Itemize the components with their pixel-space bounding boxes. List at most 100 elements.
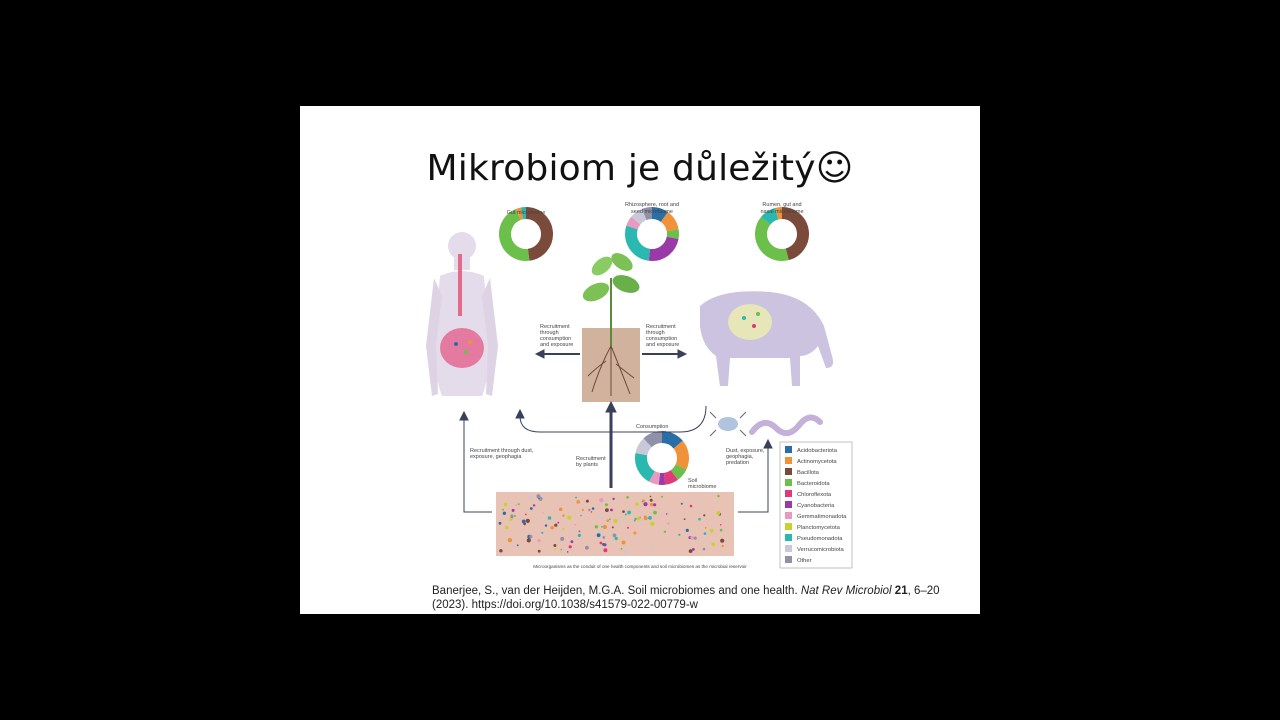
citation: Banerjee, S., van der Heijden, M.G.A. So… [432, 584, 952, 612]
soil-microbe-dot [690, 536, 694, 540]
plant-leaf [611, 253, 633, 271]
soil-microbe-dot [550, 526, 554, 530]
soil-microbe-dot [602, 524, 607, 530]
soil-microbiome-label-2: microbiome [688, 484, 716, 490]
legend-label: Actinomycetota [797, 459, 837, 465]
dust-left-label-1: Recruitment through dust, [470, 448, 534, 454]
human-gut [440, 328, 484, 368]
smiley-icon: ☺ [815, 148, 854, 189]
soil-microbe-dot [560, 548, 563, 551]
soil-microbe-dot [716, 511, 721, 515]
donut-segment [651, 207, 668, 223]
soil-microbe-dot [691, 548, 695, 551]
donut-segment [635, 438, 653, 456]
soil-microbe-dot [606, 519, 610, 522]
dust-right-label-3: predation [726, 460, 749, 466]
soil-microbe-dot [650, 521, 655, 526]
legend-label: Cyanobacteria [797, 503, 835, 509]
soil-microbe-dot [510, 514, 513, 517]
arrowhead [605, 400, 617, 413]
soil-microbe-dot [611, 526, 614, 529]
soil-microbe-dot [703, 532, 707, 535]
soil-microbiome-label-1: Soil [688, 478, 697, 484]
legend-swatch [785, 501, 792, 508]
soil-microbe-dot [648, 516, 652, 520]
soil-microbe-dot [594, 525, 599, 529]
soil-microbe-dot [610, 508, 613, 512]
soil-microbe-dot [627, 510, 631, 515]
right-recruit-label-3: consumption [646, 336, 677, 342]
soil-microbe-dot [513, 514, 516, 517]
soil-microbe-dot [521, 519, 526, 524]
soil-microbe-dot [624, 513, 627, 516]
plant-leaf [582, 282, 610, 302]
left-recruit-label-3: consumption [540, 336, 571, 342]
soil-microbe-dot [588, 508, 591, 512]
legend-label: Pseudomonadota [797, 536, 843, 542]
soil-microbe-dot [627, 526, 629, 529]
legend-swatch [785, 534, 792, 541]
soil-microbe-dot [585, 545, 589, 550]
soil-microbe-dot [529, 507, 533, 510]
cow-rumen [728, 304, 772, 340]
donut-segment [761, 207, 779, 225]
soil-microbe-dot [640, 518, 643, 522]
gut-microbe-dot [464, 350, 468, 354]
donut-segment [635, 452, 656, 482]
human-right-arm [482, 278, 498, 396]
slide: Mikrobiom je důležitý☺ Gut microbiome Rh… [300, 106, 980, 614]
donut-segment [663, 469, 678, 485]
legend-swatch [785, 468, 792, 475]
soil-microbe-dot [703, 514, 706, 517]
donut-segment [642, 207, 653, 221]
soil-microbe-dot [537, 549, 541, 553]
arrow-consumption [519, 405, 707, 433]
human-head [448, 232, 476, 260]
soil-microbe-dot [650, 543, 653, 546]
by-plants-label-2: by plants [576, 462, 598, 468]
legend-items: AcidobacteriotaActinomycetotaBacillotaBa… [785, 446, 847, 564]
soil-reservoir [496, 492, 734, 556]
soil-microbe-dot [511, 508, 515, 512]
legend-label: Verrucomicrobiota [797, 547, 844, 553]
donut-segment [673, 440, 689, 470]
legend-label: Other [797, 558, 812, 564]
soil-microbe-dot [633, 519, 636, 522]
soil-microbe-dot [643, 502, 648, 507]
soil-microbe-dot [502, 511, 507, 515]
human-figure [426, 232, 498, 396]
donut-segment [775, 207, 783, 220]
soil-microbe-dot [609, 518, 611, 520]
soil-microbe-dot [580, 514, 582, 517]
soil-microbe-dot [649, 498, 653, 502]
arrow-soil-to-human [463, 418, 492, 513]
soil-microbe-dot [702, 547, 706, 551]
soil-microbe-dot [643, 516, 648, 521]
arrowhead [534, 349, 545, 359]
soil-microbe-dot [613, 518, 618, 523]
soil-microbe-dot [566, 551, 569, 553]
soil-microbe-dot [633, 531, 637, 535]
donut-segment [499, 208, 530, 261]
legend-swatch [785, 446, 792, 453]
soil-microbe-dot [507, 537, 513, 543]
soil-microbe-dot [575, 496, 577, 499]
soil-microbe-dot [721, 544, 724, 548]
soil-microbe-dot [717, 494, 720, 498]
soil-microbe-dot [678, 533, 681, 536]
soil-microbe-dot [574, 523, 577, 526]
soil-microbe-dot [570, 540, 574, 544]
soil-microbe-dot [599, 541, 603, 545]
animal-microbiome-label-1: Rumen, gut and [762, 202, 801, 208]
soil-microbe-dot [602, 543, 605, 546]
soil-microbe-dot [698, 517, 701, 521]
donut-segment [525, 207, 553, 261]
soil-microbe-dot [719, 528, 723, 532]
legend-swatch [785, 490, 792, 497]
arrow-soil-to-animal [738, 446, 769, 513]
soil-microbe-dot [667, 522, 670, 525]
soil-microbe-dot [683, 518, 686, 520]
left-recruit-label-1: Recruitment [540, 324, 570, 330]
soil-microbe-dot [525, 513, 527, 516]
soil-microbe-dot [526, 538, 531, 543]
